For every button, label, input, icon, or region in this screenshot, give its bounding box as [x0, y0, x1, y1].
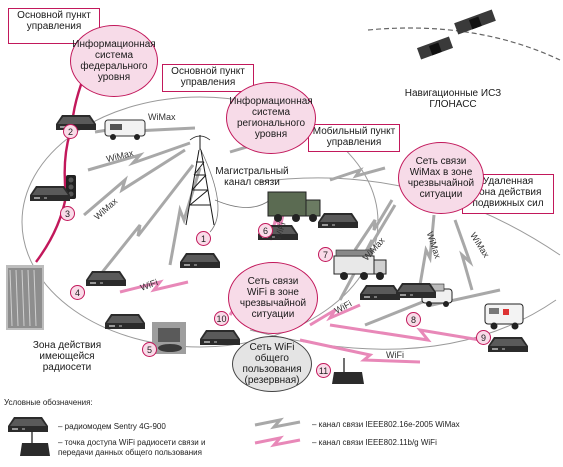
wifi-emergency-bubble: Сеть связи WiFi в зоне чрезвычайной ситу…: [228, 262, 318, 334]
legend-access-point-text: – точка доступа WiFi радиосети связи и п…: [58, 438, 205, 458]
ambulance-icon: [105, 120, 145, 140]
office-photo: [152, 322, 186, 354]
modem-icon: [86, 271, 126, 286]
wifi-link-label: WiFi: [386, 350, 404, 360]
wifi-emergency-label: Сеть связи WiFi в зоне чрезвычайной ситу…: [240, 276, 306, 320]
legend-modem-icon: [8, 417, 48, 432]
access-point-icon: [332, 358, 364, 384]
federal-system-label: Информационная система федерального уров…: [72, 39, 155, 83]
mobile-control-point-box: Мобильный пункт управления: [308, 124, 400, 152]
building-photo: [6, 265, 44, 330]
modem-icon: [488, 337, 528, 352]
legend-title: Условные обозначения:: [4, 398, 93, 408]
wimax-emergency-bubble: Сеть связи WiMax в зоне чрезвычайной сит…: [398, 142, 484, 214]
badge-1: 1: [196, 231, 211, 246]
legend-wifi-text: – канал связи IEEE802.11b/g WiFi: [312, 438, 437, 448]
regional-system-label: Информационная система регионального уро…: [229, 96, 312, 140]
wifi-public-label: Сеть WiFi общего пользования (резервная): [233, 342, 311, 386]
modem-icon: [318, 213, 358, 228]
badge-4: 4: [70, 285, 85, 300]
glonass-arc: [368, 28, 560, 60]
fire-truck-icon: [334, 250, 386, 280]
existing-radio-zone-label: Зона действия имеющейся радиосети: [22, 340, 112, 373]
wimax-link-label: WiMax: [148, 112, 176, 122]
modem-icon: [30, 186, 70, 201]
main-control-point-box-2: Основной пункт управления: [162, 64, 254, 92]
satellite-icon-1: [417, 37, 453, 60]
badge-11: 11: [316, 363, 331, 378]
wifi-public-bubble: Сеть WiFi общего пользования (резервная): [232, 336, 312, 392]
badge-9: 9: [476, 330, 491, 345]
ambulance-van-icon: [485, 304, 523, 330]
backbone-label: Магистральный канал связи: [212, 166, 292, 188]
mobile-control-point-label: Мобильный пункт управления: [313, 126, 395, 148]
legend-wifi-line: [255, 438, 300, 445]
badge-8: 8: [406, 312, 421, 327]
legend-access-point-icon: [20, 431, 50, 456]
tower-icon: [186, 135, 214, 225]
wimax-emergency-label: Сеть связи WiMax в зоне чрезвычайной сит…: [408, 156, 474, 200]
legend-modem-text: – радиомодем Sentry 4G-900: [58, 422, 166, 432]
satellite-icon-2: [454, 10, 496, 35]
main-control-point-label-1: Основной пункт управления: [17, 10, 91, 32]
legend-wimax-line: [255, 420, 300, 427]
badge-6: 6: [258, 223, 273, 238]
regional-system-bubble: Информационная система регионального уро…: [226, 82, 316, 154]
badge-5: 5: [142, 342, 157, 357]
main-control-point-label-2: Основной пункт управления: [171, 66, 245, 88]
badge-7: 7: [318, 247, 333, 262]
glonass-label: Навигационные ИСЗ ГЛОНАСС: [398, 88, 508, 110]
badge-10: 10: [214, 311, 229, 326]
badge-3: 3: [60, 206, 75, 221]
federal-system-bubble: Информационная система федерального уров…: [70, 25, 158, 97]
modem-icon: [360, 285, 400, 300]
modem-icon: [105, 314, 145, 329]
military-truck-icon: [268, 192, 320, 222]
modem-icon: [180, 253, 220, 268]
modem-icon: [396, 283, 436, 298]
badge-2: 2: [63, 124, 78, 139]
legend-wimax-text: – канал связи IEEE802.16e-2005 WiMax: [312, 420, 460, 430]
